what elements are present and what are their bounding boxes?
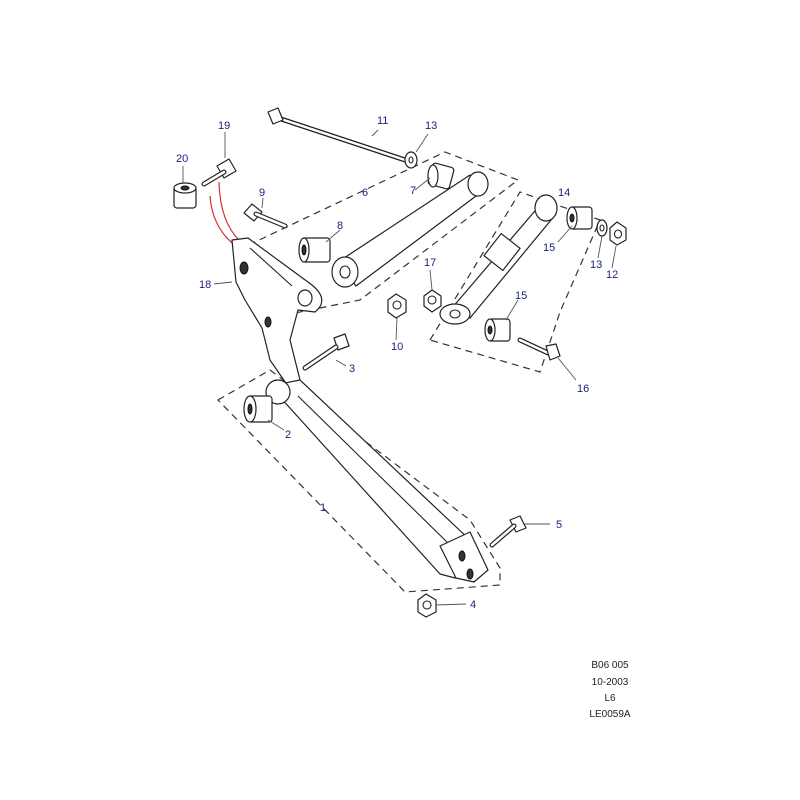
- bush-part-20: [173, 182, 197, 209]
- bolt-part-16: [517, 337, 561, 361]
- bolt-part-9: [243, 203, 288, 229]
- callout-8: 8: [337, 220, 343, 232]
- bolt-part-5: [489, 515, 527, 548]
- callout-19: 19: [218, 120, 230, 132]
- callout-20: 20: [176, 153, 188, 165]
- callout-13-upper: 13: [425, 120, 437, 132]
- washer-part-13-right: [596, 219, 608, 237]
- long-bolt-part-11: [267, 107, 408, 163]
- callout-13-right: 13: [590, 259, 602, 271]
- callout-3: 3: [349, 363, 355, 375]
- callout-7: 7: [410, 185, 416, 197]
- washer-part-13-upper: [404, 151, 418, 169]
- bolt-part-19: [201, 158, 237, 187]
- callout-14: 14: [558, 187, 570, 199]
- callout-9: 9: [259, 187, 265, 199]
- nut-part-4: [417, 593, 437, 618]
- callout-15-upper: 15: [543, 242, 555, 254]
- callout-4: 4: [470, 599, 476, 611]
- bush-part-15-lower: [484, 318, 511, 342]
- reference-code: B06 005: [591, 660, 629, 671]
- nut-part-12: [609, 221, 627, 246]
- assembly-guide-line: [218, 181, 241, 242]
- callout-10: 10: [391, 341, 403, 353]
- nut-part-10: [387, 293, 407, 319]
- bracket-part-18: [231, 237, 323, 393]
- nut-part-17: [423, 289, 442, 313]
- reference-illustration-id: LE0059A: [589, 709, 630, 720]
- lower-arm-part-1: [265, 379, 489, 583]
- callout-11: 11: [377, 115, 388, 127]
- leader-lines: [182, 129, 617, 606]
- callout-6: 6: [362, 187, 368, 199]
- callout-12: 12: [606, 269, 618, 281]
- reference-date: 10-2003: [592, 677, 629, 688]
- callout-2: 2: [285, 429, 291, 441]
- reference-variant: L6: [604, 693, 616, 704]
- assembly-guide-line: [209, 195, 233, 244]
- bush-part-8: [298, 237, 331, 263]
- callout-17: 17: [424, 257, 436, 269]
- callout-labels: 11 13 19 20 9 6 7 14 8 15 13 12 18 17 15…: [176, 115, 618, 611]
- bush-part-2: [243, 395, 273, 423]
- callout-16: 16: [577, 383, 589, 395]
- bolt-part-3: [302, 333, 350, 371]
- adjustable-link-part-14: [439, 194, 558, 325]
- group-outline-adjustable-link: [429, 191, 601, 373]
- diagram-reference-block: B06 005 10-2003 L6 LE0059A: [589, 660, 630, 720]
- callout-18: 18: [199, 279, 211, 291]
- upper-arm-part-7: [331, 162, 489, 288]
- bush-part-15-upper: [566, 206, 593, 230]
- callout-1: 1: [320, 502, 326, 514]
- callout-5: 5: [556, 519, 562, 531]
- callout-15-lower: 15: [515, 290, 527, 302]
- group-outline-lower-arm: [217, 369, 501, 593]
